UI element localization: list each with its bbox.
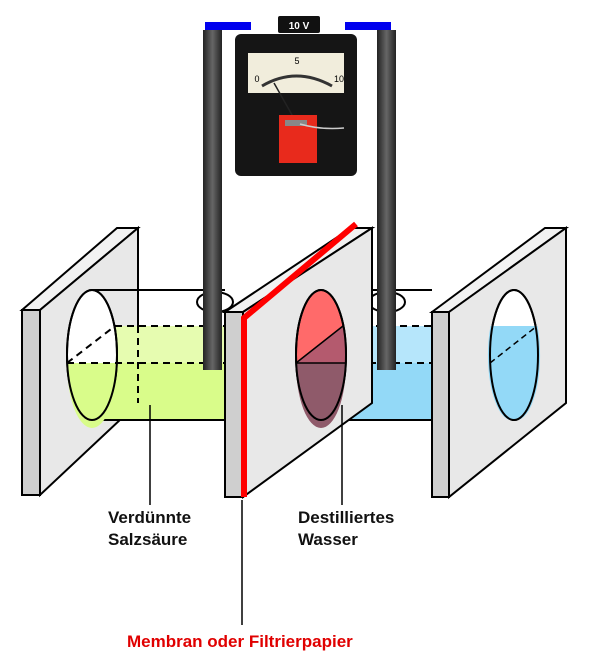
water-label-line2: Wasser [298, 530, 358, 549]
tick-0: 0 [254, 74, 259, 84]
range-label: 10 V [289, 21, 310, 32]
tick-5: 5 [294, 56, 299, 66]
water-label-line1: Destilliertes [298, 508, 395, 527]
acid-label-line1: Verdünnte [108, 508, 192, 527]
acid-label: Verdünnte Salzsäure [108, 507, 191, 551]
membrane-label: Membran oder Filtrierpapier [127, 632, 353, 651]
right-plate [428, 226, 570, 500]
left-tube-acid [66, 289, 234, 428]
water-label: Destilliertes Wasser [298, 507, 394, 551]
left-cap [205, 22, 251, 30]
membrane-edge [241, 221, 358, 497]
left-electrode [203, 30, 222, 370]
right-electrode [377, 30, 396, 370]
right-cap [345, 22, 391, 30]
voltmeter: 10 V 0 5 10 [235, 16, 357, 176]
membrane-disc [295, 289, 347, 428]
tick-10: 10 [334, 74, 344, 84]
acid-label-line2: Salzsäure [108, 530, 188, 549]
